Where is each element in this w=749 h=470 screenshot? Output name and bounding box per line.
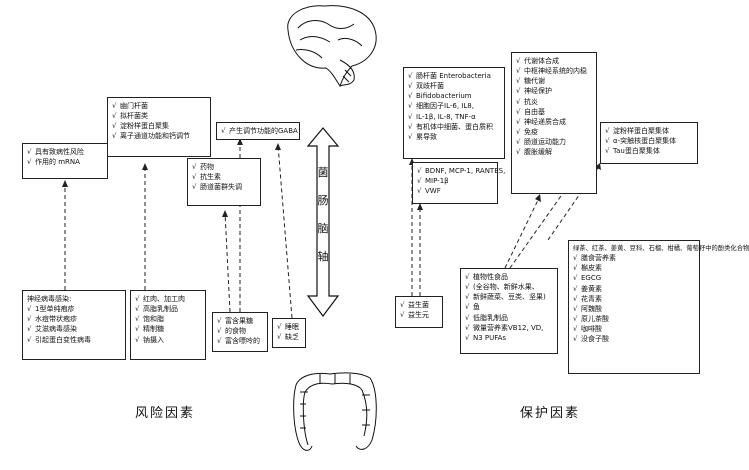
list-item: 低脂乳制品: [465, 313, 553, 323]
protect-metabolic-box: 代谢体合成 中枢神经系统的内稳 糖代谢 神经保护 抗炎 自由基 神经递质合成 免…: [511, 52, 597, 194]
infection-heading: 神经病毒感染:: [27, 295, 72, 303]
gut-brain-axis-arrow: [306, 127, 340, 317]
list-item: 钠摄入: [135, 335, 201, 345]
protective-factors-label: 保护因素: [520, 406, 581, 421]
axis-char-1: 菌: [317, 166, 329, 179]
list-item: (全谷物、新鲜水果、: [465, 282, 553, 292]
list-item: 新鲜蔬菜、豆类、坚果): [465, 292, 553, 302]
protect-food-box: 植物性食品 (全谷物、新鲜水果、 新鲜蔬菜、豆类、坚果) 鱼 低脂乳制品 微量营…: [460, 268, 558, 354]
list-item: 没食子酸: [573, 334, 695, 344]
list-item: 肠道运动能力: [516, 137, 592, 147]
list-item: 益生元: [400, 310, 438, 320]
list-item: 鱼: [465, 302, 553, 312]
axis-char-4: 轴: [317, 250, 329, 263]
list-item: MIP-1β: [417, 176, 493, 186]
connector-lines: [62, 5, 601, 451]
list-item: 阿魏酸: [573, 304, 695, 314]
list-item: 姜黄素: [573, 284, 695, 294]
list-item: 睡眠: [277, 322, 301, 332]
protect-nutrients-box: 绿茶、红茶、姜黄、豆科、石榴、柑橘、葡萄籽中的酚类化合物 膳食营养素 槲皮素 E…: [568, 240, 749, 374]
risk-drugs-box: 药物 抗生素 肠道菌群失调: [187, 158, 261, 206]
list-item: 腹胀缓解: [516, 147, 592, 157]
risk-diet-box: 红肉、加工肉 高脂乳制品 饱和脂 精制糖 钠摄入: [130, 290, 206, 360]
list-item: 高脂乳制品: [135, 304, 201, 314]
protect-neurotrophic-box: BDNF, MCP-1, RANTES, MIP-1β VWF: [412, 162, 505, 204]
list-item: 1型单纯疱疹: [27, 304, 121, 314]
intestine-icon: [293, 372, 377, 451]
list-item: 离子通道功能和钙调节: [112, 131, 206, 141]
list-item: 中枢神经系统的内稳: [516, 66, 592, 76]
list-item: Tau蛋白聚集体: [605, 146, 693, 156]
list-item: 红肉、加工肉: [135, 294, 201, 304]
list-item: IL-1β, IL-8, TNF-α: [408, 112, 500, 122]
list-item: 双歧杆菌: [408, 81, 500, 91]
risk-bacteria-box: 幽门杆菌 拟杆菌类 淀粉样蛋白聚集 离子通道功能和钙调节: [107, 97, 211, 157]
list-item: 神经递质合成: [516, 117, 592, 127]
list-item: N3 PUFAs: [465, 333, 553, 343]
list-item: 的食物: [217, 326, 263, 336]
list-item: 花青素: [573, 294, 695, 304]
list-item: 幽门杆菌: [112, 101, 206, 111]
list-item: BDNF, MCP-1, RANTES,: [417, 166, 505, 176]
list-item: 产生调节功能的GABA: [221, 126, 298, 136]
list-item: 槲皮素: [573, 263, 695, 273]
list-item: 肠道菌群失调: [192, 182, 256, 192]
risk-mirna-box: 具有致病性风险 作用的 mRNA: [22, 143, 108, 179]
list-item: 肠杆菌 Enterobacteria: [408, 71, 500, 81]
list-item: 免疫: [516, 127, 592, 137]
list-item: 淀粉样蛋白聚集: [112, 121, 206, 131]
list-item: 糖代谢: [516, 76, 592, 86]
list-item: 神经保护: [516, 86, 592, 96]
list-item: 植物性食品: [465, 272, 553, 282]
risk-sleep-box: 睡眠 缺乏: [272, 318, 306, 348]
risk-infection-box: 神经病毒感染: 1型单纯疱疹 水痘带状疱疹 艾滋病毒感染 引起蛋白变性病毒: [22, 290, 126, 360]
list-item: 水痘带状疱疹: [27, 314, 121, 324]
protect-amyloid-box: 淀粉样蛋白聚集体 α-突触核蛋白聚集体 Tau蛋白聚集体: [600, 122, 698, 164]
list-item: EGCG: [573, 273, 695, 283]
list-item: 精制糖: [135, 324, 201, 334]
risk-factors-label: 风险因素: [135, 406, 196, 421]
list-item: 艾滋病毒感染: [27, 324, 121, 334]
list-item: 原儿茶酸: [573, 314, 695, 324]
list-item: 引起蛋白变性病毒: [27, 335, 121, 345]
risk-lifestyle-box: 富含果糖 的食物 富含嘌呤的: [212, 312, 268, 352]
list-item: 富含嘌呤的: [217, 336, 263, 346]
list-item: 抗生素: [192, 172, 256, 182]
nutrients-heading: 绿茶、红茶、姜黄、豆科、石榴、柑橘、葡萄籽中的酚类化合物: [573, 245, 749, 252]
axis-char-2: 肠: [317, 194, 329, 207]
list-item: 微量营养素VB12, VD,: [465, 323, 553, 333]
brain-icon: [287, 5, 377, 88]
list-item: 细胞因子IL-6, IL8,: [408, 101, 500, 111]
protect-probiotic-box: 益生菌 益生元: [395, 296, 443, 328]
list-item: 累导致: [408, 132, 500, 142]
list-item: 有机体中细菌、蛋白质积: [408, 122, 500, 132]
list-item: 作用的 mRNA: [27, 157, 103, 167]
list-item: 抗炎: [516, 97, 592, 107]
list-item: 膳食营养素: [573, 253, 695, 263]
list-item: α-突触核蛋白聚集体: [605, 136, 693, 146]
list-item: 药物: [192, 162, 256, 172]
list-item: 拟杆菌类: [112, 111, 206, 121]
list-item: Bifidobacterium: [408, 91, 500, 101]
axis-char-3: 脑: [317, 222, 329, 235]
list-item: 淀粉样蛋白聚集体: [605, 126, 693, 136]
list-item: 富含果糖: [217, 316, 263, 326]
list-item: 具有致病性风险: [27, 147, 103, 157]
list-item: 饱和脂: [135, 314, 201, 324]
list-item: 代谢体合成: [516, 56, 592, 66]
list-item: 咖啡酸: [573, 324, 695, 334]
list-item: VWF: [417, 186, 493, 196]
list-item: 自由基: [516, 107, 592, 117]
protect-bacteria-box: 肠杆菌 Enterobacteria 双歧杆菌 Bifidobacterium …: [403, 67, 505, 159]
risk-gaba-box: 产生调节功能的GABA: [216, 122, 300, 140]
list-item: 缺乏: [277, 332, 301, 342]
list-item: 益生菌: [400, 300, 438, 310]
